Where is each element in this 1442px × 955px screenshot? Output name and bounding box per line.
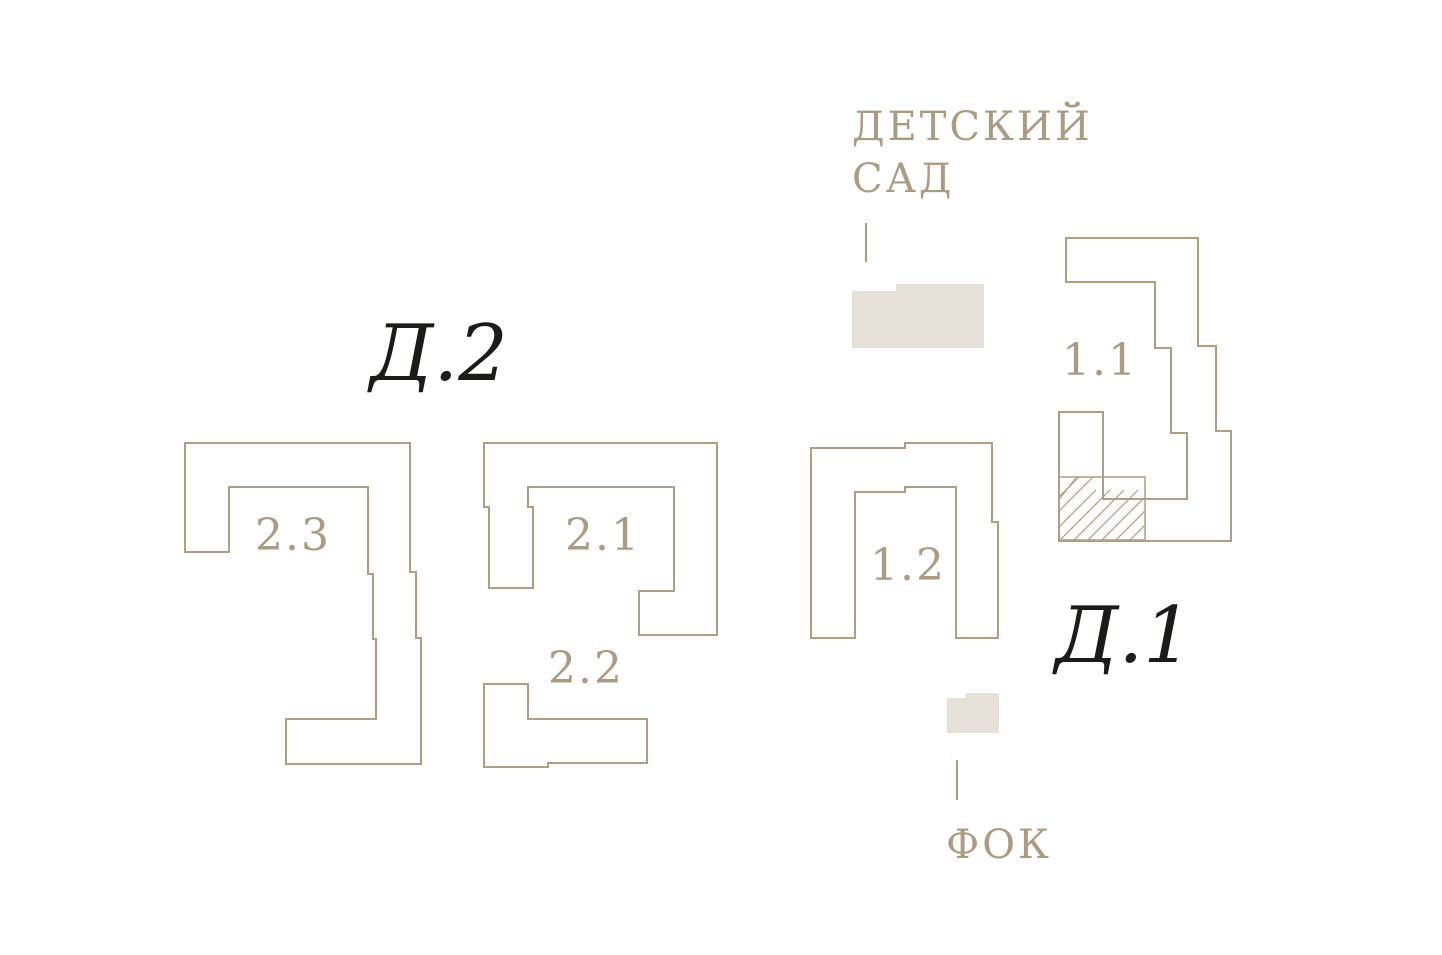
building-2-2-label: 2.2 bbox=[548, 643, 624, 694]
building-2-3-label: 2.3 bbox=[255, 510, 331, 561]
building-2-2-outline[interactable] bbox=[483, 683, 648, 768]
building-1-2-outline[interactable] bbox=[810, 442, 999, 639]
building-2-1-outline[interactable] bbox=[483, 442, 718, 636]
building-2-1-label: 2.1 bbox=[565, 510, 641, 561]
building-2-3-outline[interactable] bbox=[184, 442, 422, 765]
kindergarten-label-line1: ДЕТСКИЙ bbox=[852, 102, 1093, 150]
fok-label: ФОК bbox=[946, 822, 1052, 868]
queue-label-d1: Д.1 bbox=[1052, 591, 1193, 681]
building-1-1-hatched-section bbox=[1058, 476, 1146, 541]
building-1-1-outline[interactable] bbox=[1058, 237, 1232, 542]
kindergarten-footprint[interactable] bbox=[852, 284, 984, 348]
building-1-1-label: 1.1 bbox=[1062, 335, 1138, 386]
kindergarten-label-line2: САД bbox=[852, 156, 954, 202]
queue-label-d2: Д.2 bbox=[367, 309, 508, 399]
building-1-2-label: 1.2 bbox=[870, 540, 946, 591]
fok-footprint[interactable] bbox=[947, 693, 999, 733]
